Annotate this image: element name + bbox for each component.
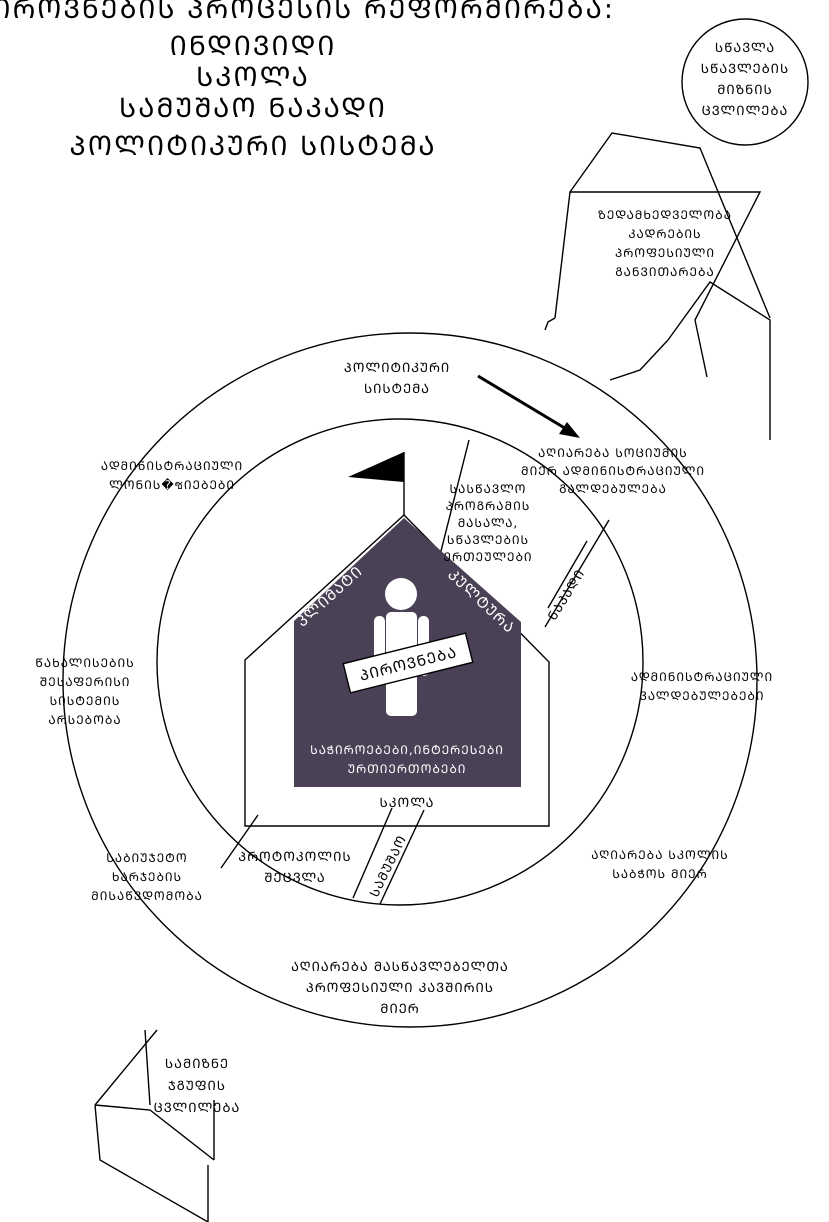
goal-text: ᲡᲬᲐᲕᲚᲐ ᲡᲬᲐᲕᲚᲔᲑᲘᲡ ᲛᲘᲖᲜᲘᲡ ᲪᲕᲚᲘᲚᲔᲑᲐ	[701, 41, 789, 119]
curriculum-divider-right	[544, 519, 610, 628]
political-system-label: ᲞᲝᲚᲘᲢᲘᲙᲣᲠᲘ ᲡᲘᲡᲢᲔᲛᲐ	[344, 361, 450, 397]
arrow-top-line-3: ᲞᲠᲝᲤᲔᲡᲘᲣᲚᲘ	[615, 246, 715, 260]
curriculum-line-1: ᲡᲐᲡᲬᲐᲕᲚᲝ	[450, 482, 527, 496]
growth-arrow	[94, 132, 771, 1222]
arrow-bottom-line-1: ᲡᲐᲛᲘᲖᲜᲔ	[165, 1057, 229, 1072]
goal-line-1: ᲡᲬᲐᲕᲚᲐ	[715, 41, 775, 56]
protocol-line-2: ᲨᲔᲪᲕᲚᲐ	[264, 871, 325, 886]
new-assessment-line-2: ᲨᲔᲡᲐᲤᲔᲠᲘᲡᲘ	[40, 675, 131, 689]
title-line-1: ᲞᲘᲠᲝᲕᲜᲔᲑᲘᲡ ᲞᲠᲝᲪᲔᲡᲘᲡ ᲠᲔᲤᲝᲠᲛᲘᲠᲔᲑᲐ:	[0, 0, 615, 25]
goal-circle	[681, 18, 809, 146]
political-line-1: ᲞᲝᲚᲘᲢᲘᲙᲣᲠᲘ	[344, 361, 450, 376]
page-title: ᲞᲘᲠᲝᲕᲜᲔᲑᲘᲡ ᲞᲠᲝᲪᲔᲡᲘᲡ ᲠᲔᲤᲝᲠᲛᲘᲠᲔᲑᲐ: ᲘᲜᲓᲘᲕᲘᲓ…	[0, 0, 615, 162]
society-recognition-line-2: ᲛᲘᲔᲠ ᲐᲓᲛᲘᲜᲘᲡᲢᲠᲐᲪᲘᲣᲚᲘ	[521, 464, 705, 478]
union-line-2: ᲞᲠᲝᲤᲔᲡᲘᲣᲚᲘ ᲙᲐᲕᲨᲘᲠᲘᲡ	[306, 981, 494, 996]
goal-line-2: ᲡᲬᲐᲕᲚᲔᲑᲘᲡ	[701, 62, 789, 77]
school-label: ᲡᲙᲝᲚᲐ	[380, 796, 435, 811]
flag-icon	[348, 452, 404, 482]
needs-label-line2: ᲣᲠᲗᲘᲔᲠᲗᲝᲑᲔᲑᲘ	[348, 762, 467, 776]
work-divider-left	[352, 807, 393, 899]
growth-arrow-head	[544, 132, 771, 331]
curriculum-line-3: ᲛᲐᲡᲐᲚᲐ,	[458, 516, 518, 530]
outer-ring-labels: ᲐᲓᲛᲘᲜᲘᲡᲢᲠᲐᲪᲘᲣᲚᲘ ᲚᲝᲜᲘᲡ�ซᲘᲔᲑᲔᲑᲘ ᲐᲦᲘᲐᲠᲔᲑᲐ Ს…	[35, 446, 773, 1017]
arrow-top-line-4: ᲒᲐᲜᲕᲘᲗᲐᲠᲔᲑᲐ	[615, 265, 714, 279]
needs-label-line1: ᲡᲐᲭᲘᲠᲝᲔᲑᲔᲑᲘ,ᲘᲜᲢᲔᲠᲔᲡᲔᲑᲘ	[310, 743, 504, 757]
title-line-5: ᲞᲝᲚᲘᲢᲘᲙᲣᲠᲘ ᲡᲘᲡᲢᲔᲛᲐ	[69, 131, 436, 162]
curriculum-line-5: ᲔᲠᲗᲔᲣᲚᲔᲑᲘ	[444, 550, 533, 564]
inner-ring	[156, 418, 644, 906]
house-outline	[244, 514, 550, 827]
society-recognition-line-3: ᲒᲐᲚᲓᲔᲑᲣᲚᲔᲑᲐ	[559, 482, 667, 496]
curriculum-line-4: ᲡᲬᲐᲕᲚᲔᲑᲘᲡ	[447, 533, 529, 547]
work-label: ᲡᲐᲛᲣᲨᲐᲝ	[367, 833, 410, 900]
title-line-4: ᲡᲐᲛᲣᲨᲐᲝ ᲜᲐᲙᲐᲓᲘ	[119, 93, 387, 124]
school-board-line-1: ᲐᲦᲘᲐᲠᲔᲑᲐ ᲡᲙᲝᲚᲘᲡ	[591, 848, 729, 862]
union-line-1: ᲐᲦᲘᲐᲠᲔᲑᲐ ᲛᲐᲡᲬᲐᲕᲚᲔᲑᲔᲚᲗᲐ	[291, 960, 509, 975]
political-arrow-line	[477, 374, 569, 432]
political-arrow	[477, 374, 580, 438]
union-line-3: ᲛᲘᲔᲠ	[380, 1002, 420, 1017]
title-line-3: ᲡᲙᲝᲚᲐ	[196, 62, 310, 93]
arrow-top-line-2: ᲙᲐᲓᲠᲔᲑᲘᲡ	[628, 227, 701, 241]
title-line-2: ᲘᲜᲓᲘᲕᲘᲓᲘ	[170, 31, 337, 62]
flow-divider-left	[547, 540, 588, 609]
curriculum-divider-left	[437, 439, 470, 564]
outer-ring	[62, 332, 758, 1028]
new-assessment-line-3: ᲡᲘᲡᲢᲔᲛᲘᲡ	[50, 694, 121, 708]
person-head	[385, 578, 417, 610]
protocol-line-1: ᲞᲠᲝᲢᲝᲙᲝᲚᲘᲡ	[238, 850, 351, 865]
person-sign-board	[342, 632, 474, 694]
goal-line-3: ᲛᲘᲖᲜᲘᲡ	[717, 83, 773, 98]
arrow-bottom-line-2: ᲯᲒᲣᲤᲘᲡ	[168, 1079, 226, 1094]
budget-spending-line-1: ᲡᲐᲑᲘᲣᲯᲔᲢᲝ	[106, 851, 187, 865]
arrow-top-line-1: ᲖᲔᲓᲐᲛᲮᲔᲓᲕᲔᲚᲝᲑᲐ	[598, 208, 732, 222]
political-line-2: ᲡᲘᲡᲢᲔᲛᲐ	[364, 382, 430, 397]
political-arrow-head	[559, 422, 580, 438]
school-house: ᲞᲘᲠᲝᲕᲜᲔᲑᲐ ᲙᲚᲘᲛᲐᲢᲘ ᲙᲣᲚᲢᲣᲠᲐ ᲡᲐᲭᲘᲠᲝᲔᲑᲔᲑᲘ,ᲘᲜ…	[244, 452, 550, 827]
arrow-bottom-text: ᲡᲐᲛᲘᲖᲜᲔ ᲯᲒᲣᲤᲘᲡ ᲪᲕᲚᲘᲚᲔᲑᲐ	[154, 1057, 241, 1116]
admin-obligations-line-1: ᲐᲓᲛᲘᲜᲘᲡᲢᲠᲐᲪᲘᲣᲚᲘ	[631, 670, 773, 684]
admin-obligations-line-2: ᲕᲐᲚᲓᲔᲑᲣᲚᲔᲑᲔᲑᲘ	[640, 689, 765, 703]
arrow-top-text: ᲖᲔᲓᲐᲛᲮᲔᲓᲕᲔᲚᲝᲑᲐ ᲙᲐᲓᲠᲔᲑᲘᲡ ᲞᲠᲝᲤᲔᲡᲘᲣᲚᲘ ᲒᲐᲜᲕᲘ…	[598, 208, 732, 279]
society-recognition-line-1: ᲐᲦᲘᲐᲠᲔᲑᲐ ᲡᲝᲪᲘᲣᲛᲘᲡ	[538, 446, 688, 460]
new-assessment-line-1: ᲬᲐᲮᲐᲚᲘᲡᲔᲑᲘᲡ	[35, 656, 134, 670]
growth-arrow-outline	[94, 1029, 215, 1222]
budget-spending-line-3: ᲛᲘᲡᲐᲬᲕᲓᲝᲛᲝᲑᲐ	[91, 889, 203, 903]
budget-spending-line-2: ᲮᲐᲠᲯᲔᲑᲘᲡ	[112, 870, 182, 884]
arrow-bottom-line-3: ᲪᲕᲚᲘᲚᲔᲑᲐ	[154, 1101, 241, 1116]
protocol-divider	[220, 814, 259, 869]
admin-levers-line-2: ᲚᲝᲜᲘᲡ�ซᲘᲔᲑᲔᲑᲘ	[109, 478, 235, 492]
growth-arrow-shaft	[144, 191, 771, 1160]
school-board-line-2: ᲡᲐᲑᲭᲝᲡ ᲛᲘᲔᲠ	[612, 867, 708, 881]
new-assessment-line-4: ᲐᲠᲡᲔᲑᲝᲑᲐ	[48, 713, 121, 727]
goal-line-4: ᲪᲕᲚᲘᲚᲔᲑᲐ	[702, 104, 789, 119]
curriculum-line-2: ᲞᲠᲝᲒᲠᲐᲛᲘᲡ	[446, 499, 531, 513]
admin-levers-line-1: ᲐᲓᲛᲘᲜᲘᲡᲢᲠᲐᲪᲘᲣᲚᲘ	[101, 459, 243, 473]
